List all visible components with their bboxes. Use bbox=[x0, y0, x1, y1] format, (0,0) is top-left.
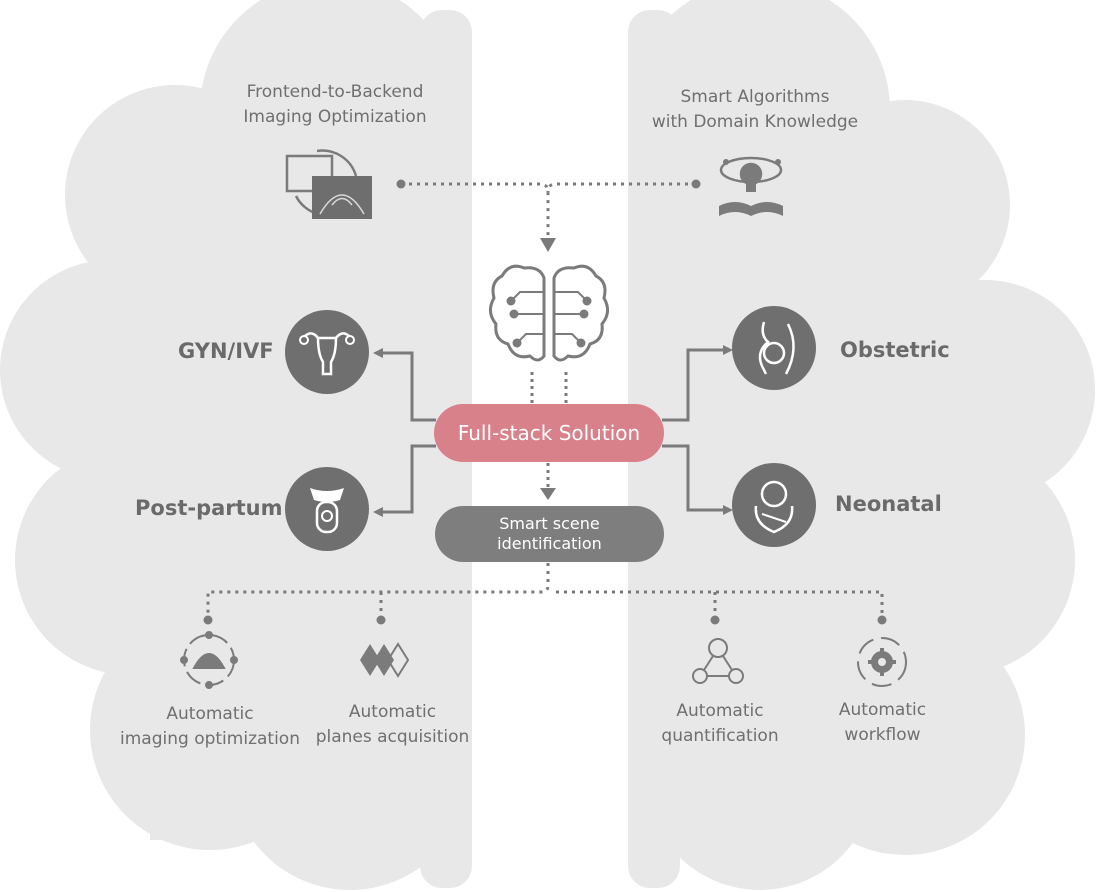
full-stack-solution-pill: Full-stack Solution bbox=[434, 404, 664, 462]
left-cloud bbox=[0, 0, 472, 890]
bottom-left-connector bbox=[206, 563, 550, 618]
imaging-optimization-line2: Imaging Optimization bbox=[243, 107, 427, 127]
auto-workflow-line2: workflow bbox=[844, 725, 921, 745]
smart-scene-line2: identification bbox=[497, 534, 602, 553]
postpartum-connector bbox=[373, 444, 436, 517]
obstetric-label: Obstetric bbox=[840, 338, 950, 362]
auto-imaging-line2: imaging optimization bbox=[120, 729, 300, 749]
smart-algorithms-line2: with Domain Knowledge bbox=[651, 112, 859, 132]
auto-workflow-label: Automatic workflow bbox=[810, 698, 955, 748]
ultrasound-screens-icon bbox=[285, 149, 372, 219]
auto-planes-label: Automatic planes acquisition bbox=[300, 700, 485, 750]
planes-icon bbox=[360, 642, 410, 678]
lightbulb-book-icon bbox=[719, 156, 783, 216]
auto-quant-line1: Automatic bbox=[676, 701, 764, 721]
smart-algorithms-line1: Smart Algorithms bbox=[680, 87, 830, 107]
network-nodes-icon bbox=[692, 638, 744, 684]
smart-algorithms-title: Smart Algorithms with Domain Knowledge bbox=[630, 85, 880, 135]
uterus-icon bbox=[285, 310, 369, 394]
circuit-brain-icon bbox=[489, 264, 609, 362]
auto-imaging-line1: Automatic bbox=[166, 704, 254, 724]
connectors bbox=[203, 179, 887, 625]
pregnancy-icon bbox=[732, 306, 816, 390]
imaging-optimization-title: Frontend-to-Backend Imaging Optimization bbox=[220, 80, 450, 130]
neonatal-connector bbox=[662, 444, 733, 515]
gyn-connector bbox=[373, 348, 436, 422]
obstetric-connector bbox=[662, 345, 733, 422]
baby-icon bbox=[732, 463, 816, 547]
auto-workflow-line1: Automatic bbox=[838, 700, 927, 720]
smart-scene-pill: Smart scene identification bbox=[435, 506, 664, 562]
gear-cycle-icon bbox=[857, 637, 907, 687]
auto-planes-line1: Automatic bbox=[348, 702, 437, 722]
gyn-label: GYN/IVF bbox=[178, 339, 274, 363]
auto-quant-label: Automatic quantification bbox=[640, 699, 800, 749]
auto-imaging-label: Automatic imaging optimization bbox=[100, 702, 320, 752]
smart-scene-line1: Smart scene bbox=[499, 514, 600, 533]
top-arrow-head bbox=[540, 238, 556, 252]
postpartum-label: Post-partum bbox=[135, 496, 283, 520]
ultrasound-cycle-icon bbox=[180, 631, 238, 689]
top-right-connector bbox=[546, 182, 696, 193]
auto-planes-line2: planes acquisition bbox=[315, 727, 470, 747]
neonatal-label: Neonatal bbox=[835, 492, 942, 516]
auto-quant-line2: quantification bbox=[661, 726, 779, 746]
pelvic-probe-icon bbox=[285, 467, 369, 551]
imaging-optimization-line1: Frontend-to-Backend bbox=[246, 82, 424, 102]
full-stack-solution-label: Full-stack Solution bbox=[457, 421, 641, 445]
top-left-connector bbox=[401, 182, 550, 236]
